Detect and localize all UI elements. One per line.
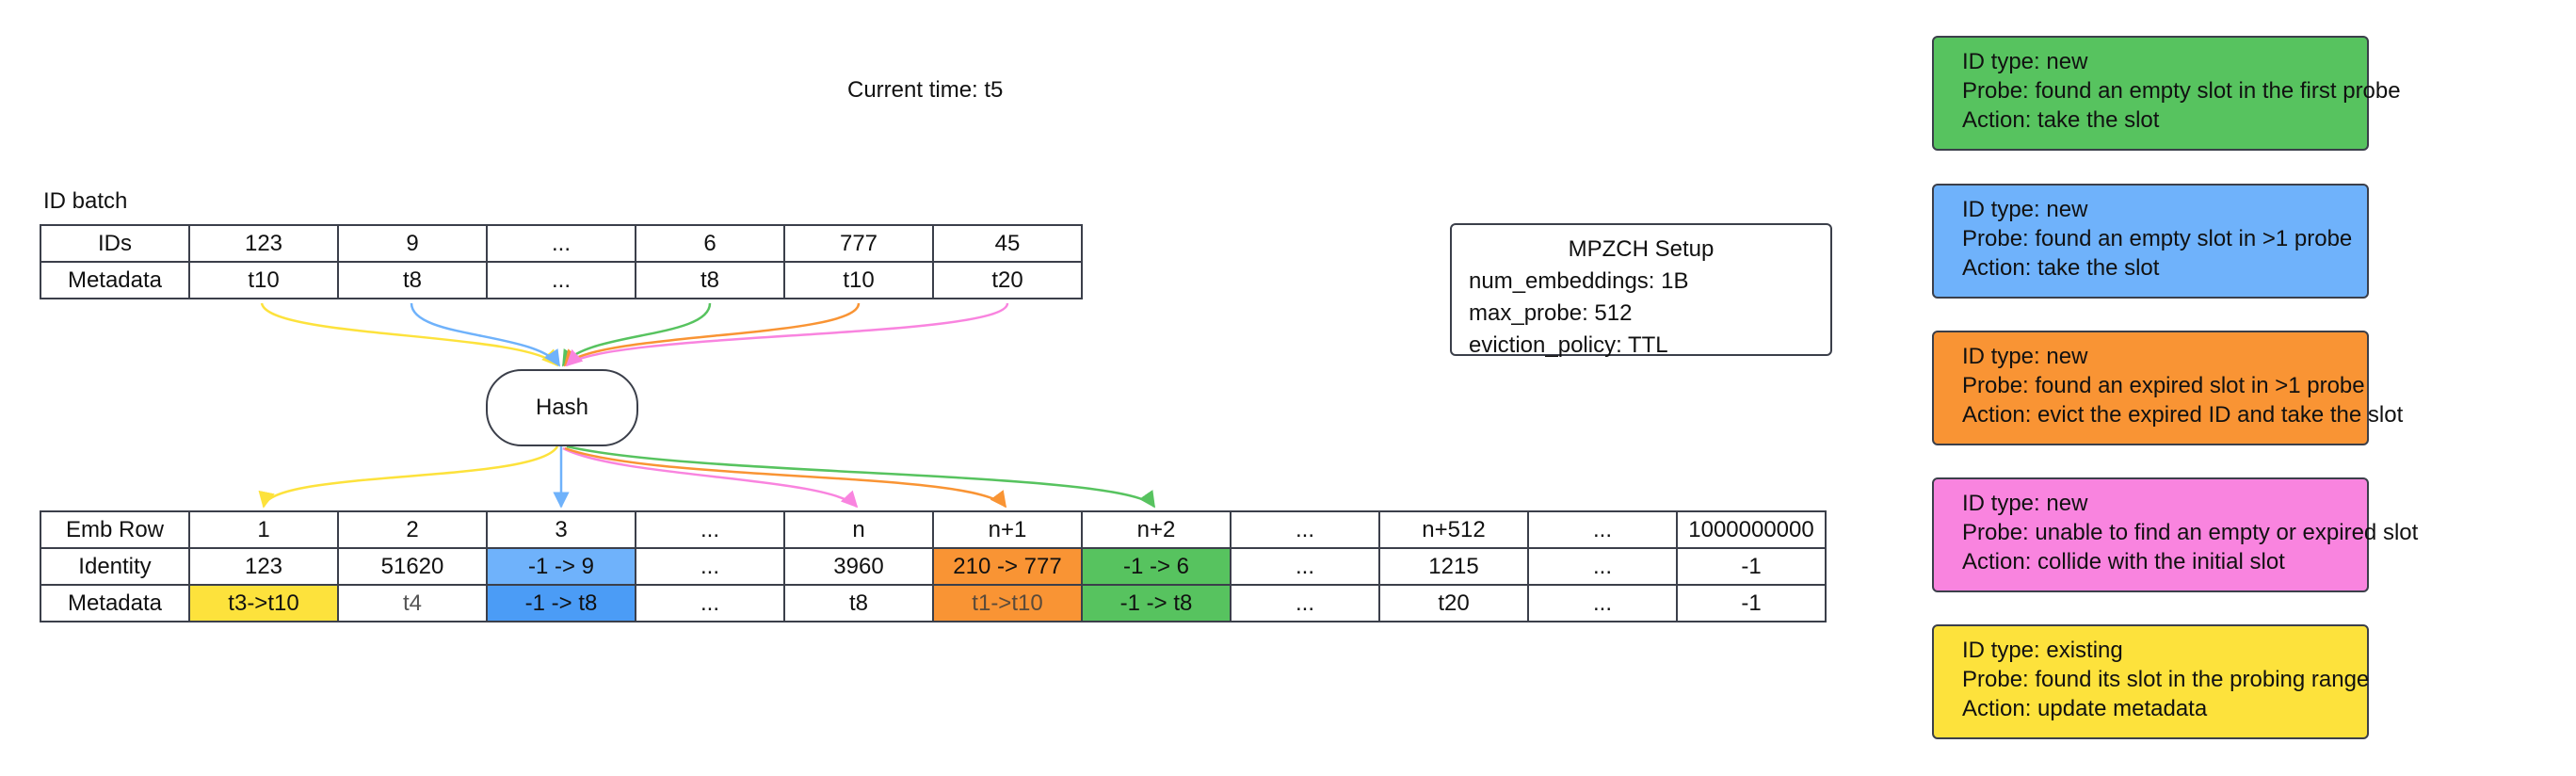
emb-cell: ...	[1527, 510, 1678, 549]
id-batch-table: IDs 123 9 ... 6 777 45 Metadata t10 t8 .…	[40, 224, 1083, 299]
mpzch-setup-box: MPZCH Setup num_embeddings: 1B max_probe…	[1450, 223, 1832, 358]
arrow-hash-to-row-n2	[566, 445, 1156, 509]
emb-cell: Metadata	[40, 584, 190, 622]
emb-cell: Identity	[40, 547, 190, 586]
hash-label: Hash	[535, 395, 589, 420]
emb-cell-yellow: t3->t10	[188, 584, 339, 622]
legend-line: Action: update metadata	[1962, 696, 2208, 721]
legend-line: Action: take the slot	[1962, 255, 2160, 281]
emb-cell-green: -1 -> 6	[1081, 547, 1232, 586]
emb-cell: 3	[486, 510, 636, 549]
emb-cell: -1	[1676, 547, 1827, 586]
emb-cell: ...	[635, 584, 785, 622]
id-batch-cell: t20	[932, 261, 1083, 299]
legend-line: ID type: new	[1962, 197, 2088, 222]
emb-cell: n+512	[1378, 510, 1529, 549]
legend-line: Probe: found an empty slot in the first …	[1962, 78, 2401, 104]
id-batch-cell: 9	[337, 224, 488, 263]
id-batch-label: ID batch	[43, 188, 128, 214]
legend-line: Probe: found an empty slot in >1 probe	[1962, 226, 2353, 251]
emb-cell: ...	[1230, 510, 1380, 549]
emb-cell: -1	[1676, 584, 1827, 622]
emb-cell: n	[783, 510, 934, 549]
id-batch-cell: IDs	[40, 224, 190, 263]
emb-cell-green: -1 -> t8	[1081, 584, 1232, 622]
emb-cell-orange: t1->t10	[932, 584, 1083, 622]
legend-line: ID type: new	[1962, 491, 2088, 516]
embedding-table: Emb Row 1 2 3 ... n n+1 n+2 ... n+512 ..…	[40, 510, 1827, 622]
emb-row-identity: Identity 123 51620 -1 -> 9 ... 3960 210 …	[40, 547, 1827, 586]
emb-cell: 2	[337, 510, 488, 549]
id-batch-cell: 123	[188, 224, 339, 263]
id-batch-cell: t8	[635, 261, 785, 299]
hash-node: Hash	[486, 369, 638, 446]
arrow-hash-to-row-1	[258, 445, 559, 509]
emb-row-header: Emb Row 1 2 3 ... n n+1 n+2 ... n+512 ..…	[40, 510, 1827, 549]
emb-cell: ...	[635, 510, 785, 549]
emb-row-metadata: Metadata t3->t10 t4 -1 -> t8 ... t8 t1->…	[40, 584, 1827, 622]
id-batch-cell: Metadata	[40, 261, 190, 299]
emb-cell: t8	[783, 584, 934, 622]
emb-cell: n+2	[1081, 510, 1232, 549]
arrow-id-123-to-hash	[260, 302, 559, 367]
emb-cell-orange: 210 -> 777	[932, 547, 1083, 586]
current-time-label: Current time: t5	[847, 77, 1004, 103]
arrow-hash-to-row-n	[562, 446, 859, 509]
id-batch-cell: 777	[783, 224, 934, 263]
setup-line: max_probe: 512	[1469, 300, 1633, 326]
setup-title: MPZCH Setup	[1568, 236, 1715, 262]
legend-line: Action: evict the expired ID and take th…	[1962, 402, 2404, 428]
legend-line: Probe: found its slot in the probing ran…	[1962, 667, 2370, 692]
emb-cell-blue: -1 -> 9	[486, 547, 636, 586]
emb-cell: ...	[1527, 547, 1678, 586]
legend-box-yellow: ID type: existing Probe: found its slot …	[1932, 624, 2369, 739]
id-batch-row-ids: IDs 123 9 ... 6 777 45	[40, 224, 1083, 263]
emb-cell: 1	[188, 510, 339, 549]
legend-box-blue: ID type: new Probe: found an empty slot …	[1932, 184, 2369, 299]
emb-cell: ...	[1527, 584, 1678, 622]
legend-line: Action: collide with the initial slot	[1962, 549, 2285, 574]
setup-line: num_embeddings: 1B	[1469, 268, 1689, 294]
emb-cell: ...	[635, 547, 785, 586]
legend-line: ID type: new	[1962, 49, 2088, 74]
legend-box-orange: ID type: new Probe: found an expired slo…	[1932, 331, 2404, 445]
id-batch-cell: t8	[337, 261, 488, 299]
emb-cell: 51620	[337, 547, 488, 586]
legend-box-pink: ID type: new Probe: unable to find an em…	[1932, 477, 2419, 592]
emb-cell: t20	[1378, 584, 1529, 622]
emb-cell: Emb Row	[40, 510, 190, 549]
id-batch-cell: t10	[783, 261, 934, 299]
emb-cell: t4	[337, 584, 488, 622]
arrow-id-45-to-hash	[565, 302, 1009, 367]
emb-cell: 123	[188, 547, 339, 586]
legend-line: Action: take the slot	[1962, 107, 2160, 133]
setup-line: eviction_policy: TTL	[1469, 332, 1668, 358]
arrow-hash-to-row-n1	[564, 446, 1007, 509]
arrow-id-9-to-hash	[410, 302, 561, 367]
emb-cell-blue: -1 -> t8	[486, 584, 636, 622]
emb-cell: ...	[1230, 547, 1380, 586]
id-batch-cell: 6	[635, 224, 785, 263]
emb-cell: 3960	[783, 547, 934, 586]
emb-cell: n+1	[932, 510, 1083, 549]
arrow-id-777-to-hash	[563, 302, 861, 367]
id-batch-row-metadata: Metadata t10 t8 ... t8 t10 t20	[40, 261, 1083, 299]
emb-cell: 1000000000	[1676, 510, 1827, 549]
emb-cell: 1215	[1378, 547, 1529, 586]
legend-line: ID type: existing	[1962, 638, 2123, 663]
legend-line: ID type: new	[1962, 344, 2088, 369]
legend-line: Probe: unable to find an empty or expire…	[1962, 520, 2419, 545]
id-batch-cell: ...	[486, 224, 636, 263]
id-batch-cell: t10	[188, 261, 339, 299]
legend-box-green: ID type: new Probe: found an empty slot …	[1932, 36, 2401, 151]
id-batch-cell: 45	[932, 224, 1083, 263]
legend-line: Probe: found an expired slot in >1 probe	[1962, 373, 2365, 398]
id-batch-cell: ...	[486, 261, 636, 299]
emb-cell: ...	[1230, 584, 1380, 622]
